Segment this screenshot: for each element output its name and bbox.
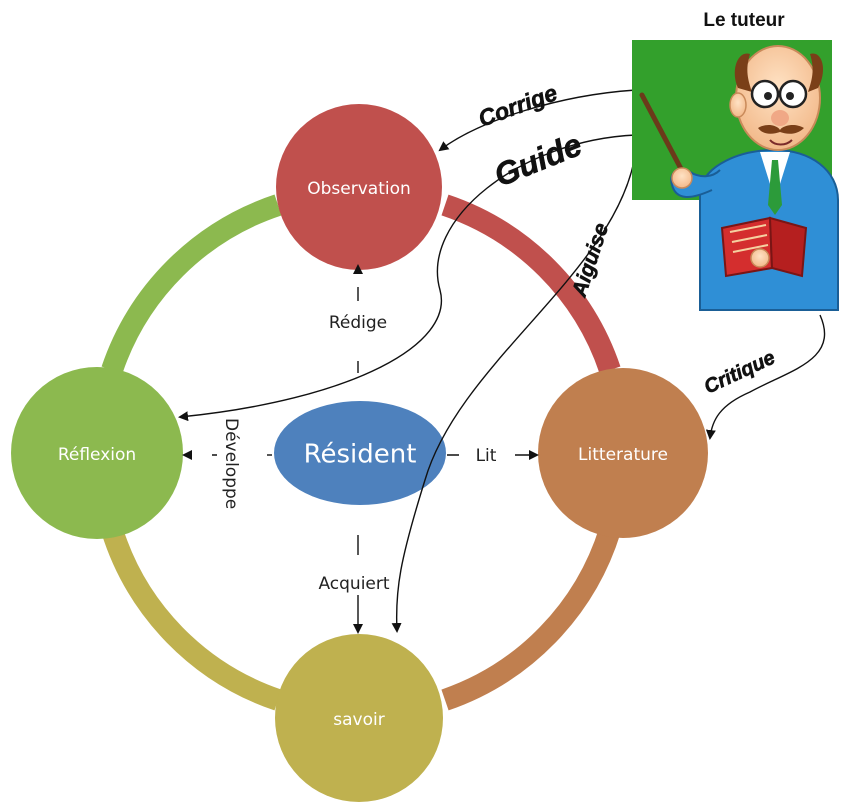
ring-arc-bottom-left — [101, 526, 282, 711]
label-redige: Rédige — [329, 313, 387, 333]
center-resident-label: Résident — [304, 440, 417, 470]
label-guide: Guide — [489, 126, 587, 193]
cycle-ring — [101, 194, 621, 711]
label-aiguise: Aiguise — [568, 220, 614, 300]
arrow-critique — [705, 314, 826, 440]
node-reflexion: Réflexion — [11, 367, 183, 539]
node-savoir: savoir — [275, 634, 443, 802]
label-critique: Critique — [701, 347, 779, 399]
label-developpe: Développe — [221, 418, 241, 509]
node-litterature: Litterature — [538, 368, 708, 538]
node-observation-label: Observation — [307, 179, 411, 199]
tutor-illustration — [632, 40, 839, 311]
node-litterature-label: Litterature — [578, 445, 668, 465]
node-savoir-label: savoir — [333, 710, 384, 730]
tutor-arrows — [178, 89, 826, 633]
label-acquiert: Acquiert — [318, 574, 389, 594]
node-observation: Observation — [276, 104, 442, 270]
ring-arc-bottom-right — [441, 526, 621, 711]
arrow-aiguise — [391, 149, 637, 633]
ring-arc-top-left — [101, 194, 282, 374]
arrow-corrige — [438, 89, 637, 152]
tutor-title: Le tuteur — [703, 10, 785, 31]
label-corrige: Corrige — [475, 79, 561, 131]
node-reflexion-label: Réflexion — [58, 445, 136, 465]
center-resident: Résident — [274, 401, 446, 505]
resident-relations: Rédige Développe Lit Acquiert — [182, 264, 539, 634]
ring-arc-top-right — [441, 194, 621, 374]
arrow-guide — [178, 134, 637, 422]
label-lit: Lit — [476, 446, 497, 466]
